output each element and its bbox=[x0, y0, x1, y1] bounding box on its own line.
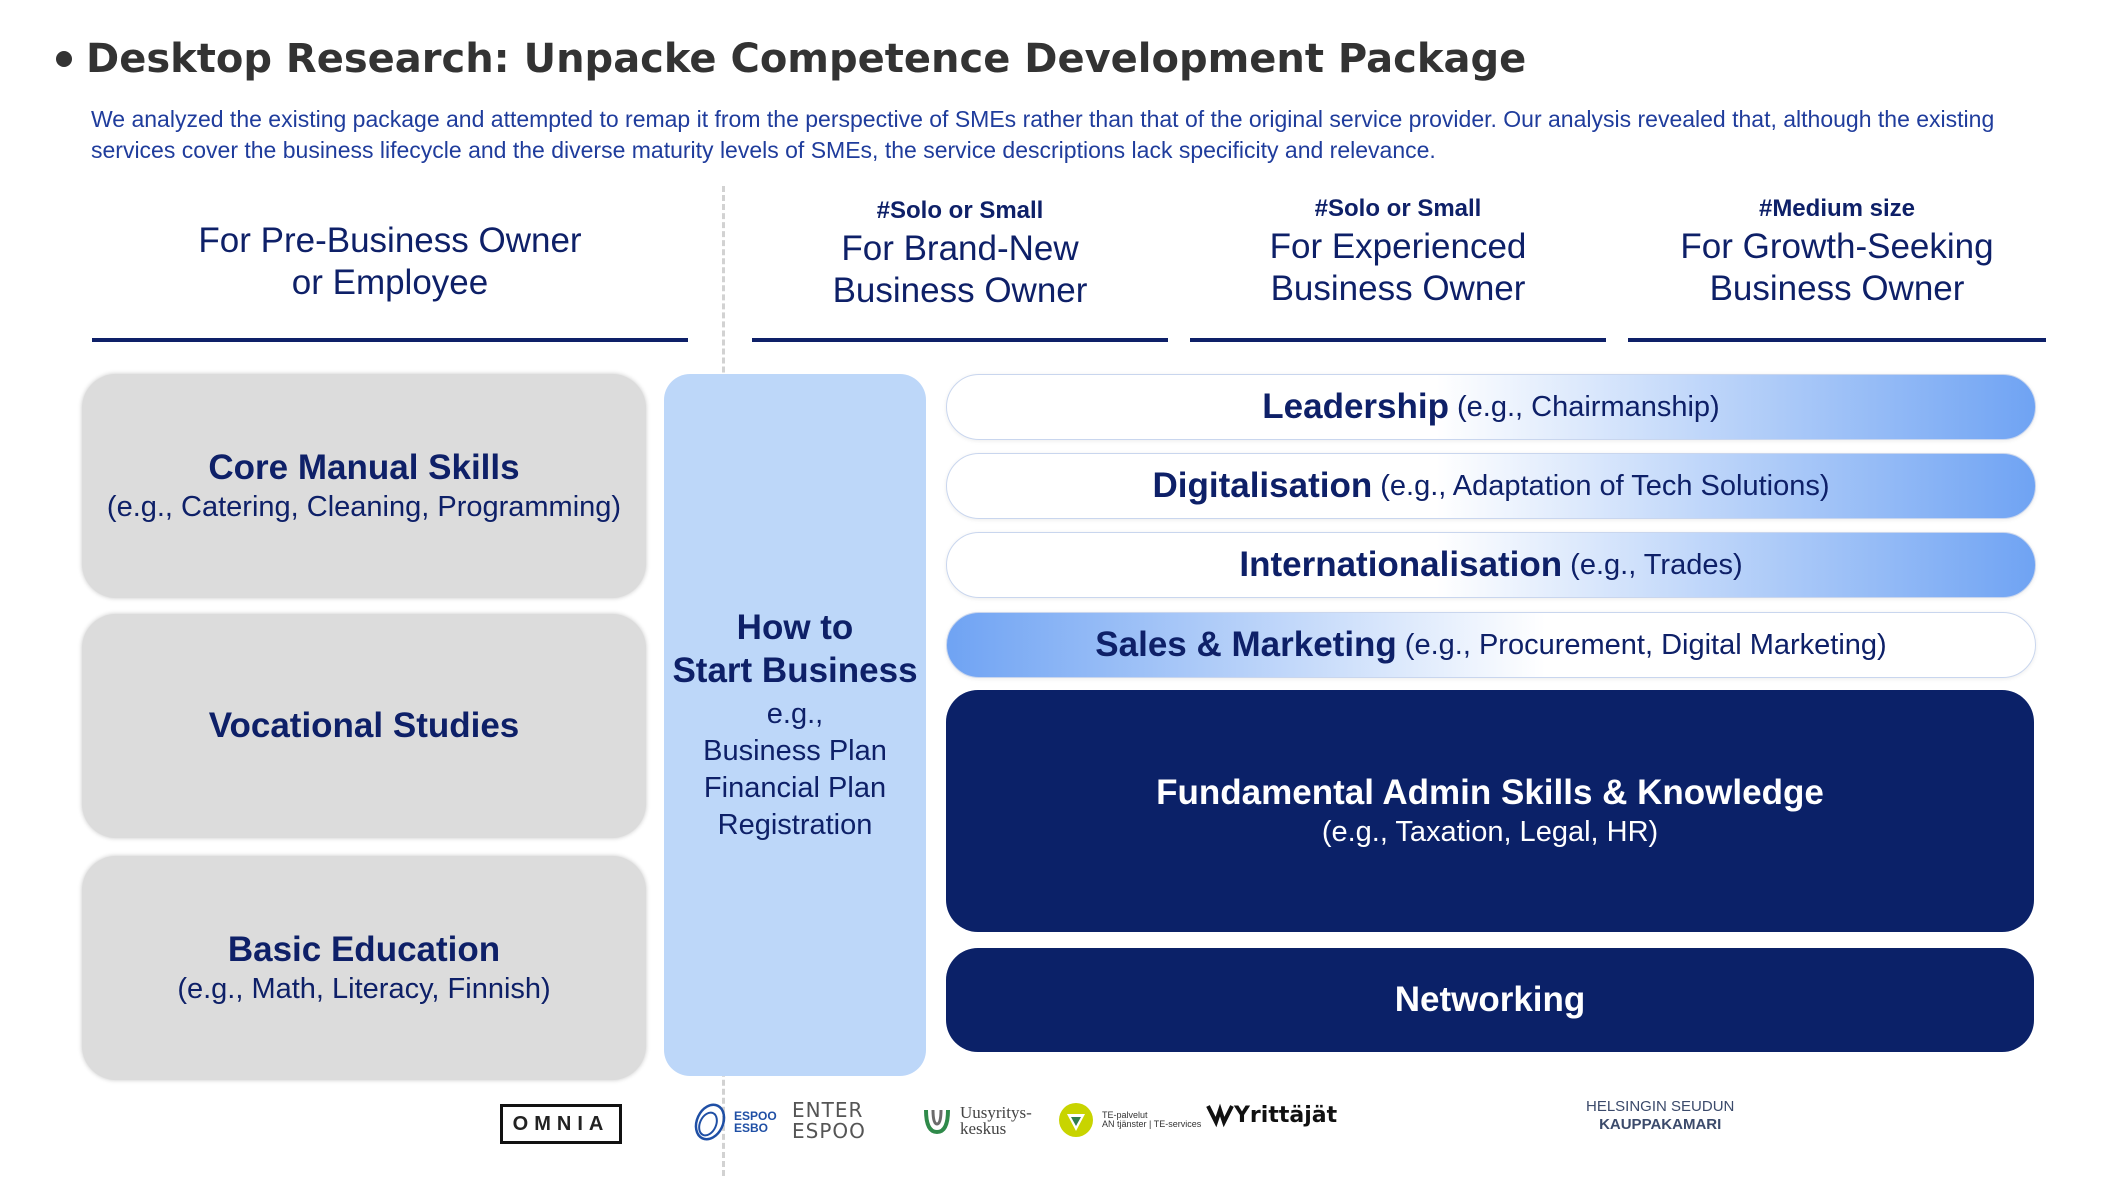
column-title-line1: For Pre-Business Owner bbox=[198, 221, 582, 260]
pill-detail: (e.g., Procurement, Digital Marketing) bbox=[1404, 628, 1887, 661]
column-tag: #Medium size bbox=[1758, 195, 1916, 222]
enter-espoo-wordmark-icon: ENTER ESPOO bbox=[792, 1098, 866, 1143]
omnia-logo: OMNIA bbox=[500, 1104, 622, 1144]
column-title-line2: Business Owner bbox=[1709, 269, 1965, 308]
column-tag: #Solo or Small bbox=[876, 197, 1044, 224]
svg-text:ESPOO: ESPOO bbox=[792, 1119, 866, 1140]
box-heading: Networking bbox=[1394, 980, 1586, 1019]
yrittajat-logo: Yrittäjät bbox=[1206, 1100, 1337, 1130]
espoo-logo-line1: ESPOO bbox=[734, 1109, 777, 1123]
column-header-experienced: #Solo or Small For Experienced Business … bbox=[1190, 192, 1606, 310]
uusyrityskeskus-line1: Uusyritys- bbox=[960, 1103, 1032, 1122]
box-heading: Core Manual Skills bbox=[208, 448, 520, 487]
pill-heading: Internationalisation bbox=[1239, 545, 1563, 584]
start-business-item: Financial Plan bbox=[703, 772, 887, 804]
enter-espoo-logo: ENTER ESPOO bbox=[792, 1098, 892, 1143]
page-title-text: Desktop Research: Unpacke Competence Dev… bbox=[86, 36, 1527, 82]
uusyrityskeskus-logo: Uusyritys- keskus bbox=[920, 1104, 1032, 1138]
pill-detail: (e.g., Adaptation of Tech Solutions) bbox=[1380, 469, 1830, 502]
column-title-line2: Business Owner bbox=[1270, 269, 1526, 308]
bullet-icon bbox=[56, 51, 72, 67]
yrittajat-emblem-icon bbox=[1206, 1103, 1234, 1128]
column-title-line2: Business Owner bbox=[832, 271, 1088, 310]
pill-detail: (e.g., Trades) bbox=[1570, 548, 1743, 581]
internationalisation-pill: Internationalisation (e.g., Trades) bbox=[946, 532, 2036, 598]
box-heading: Vocational Studies bbox=[208, 706, 520, 745]
column-underline bbox=[1190, 338, 1606, 342]
basic-education-box: Basic Education (e.g., Math, Literacy, F… bbox=[82, 856, 646, 1080]
espoo-logo-line2: ESBO bbox=[734, 1121, 769, 1135]
svg-text:ENTER: ENTER bbox=[792, 1100, 863, 1122]
column-header-growth-seeking: #Medium size For Growth-Seeking Business… bbox=[1628, 192, 2046, 310]
vocational-studies-box: Vocational Studies bbox=[82, 614, 646, 838]
column-header-brand-new: #Solo or Small For Brand-New Business Ow… bbox=[752, 194, 1168, 312]
fundamental-admin-box: Fundamental Admin Skills & Knowledge (e.… bbox=[946, 690, 2034, 932]
start-business-heading-line2: Start Business bbox=[672, 651, 918, 690]
column-title-line2: or Employee bbox=[291, 263, 489, 302]
pill-detail: (e.g., Chairmanship) bbox=[1457, 390, 1720, 423]
sales-marketing-pill: Sales & Marketing (e.g., Procurement, Di… bbox=[946, 612, 2036, 678]
box-detail: (e.g., Math, Literacy, Finnish) bbox=[177, 973, 551, 1005]
pill-heading: Digitalisation bbox=[1152, 466, 1373, 505]
leadership-pill: Leadership (e.g., Chairmanship) bbox=[946, 374, 2036, 440]
networking-box: Networking bbox=[946, 948, 2034, 1052]
uusyrityskeskus-line2: keskus bbox=[960, 1119, 1007, 1138]
te-palvelut-logo: TE-palvelut AN tjänster | TE-services bbox=[1056, 1100, 1201, 1140]
column-tag: #Solo or Small bbox=[1314, 195, 1482, 222]
column-underline bbox=[752, 338, 1168, 342]
box-heading: Fundamental Admin Skills & Knowledge bbox=[1156, 773, 1824, 812]
start-business-heading-line1: How to bbox=[736, 608, 854, 647]
espoo-logo: ESPOO ESBO bbox=[690, 1100, 777, 1144]
te-palvelut-line2: AN tjänster | TE-services bbox=[1102, 1119, 1202, 1129]
column-title-line1: For Brand-New bbox=[841, 229, 1079, 268]
core-manual-skills-box: Core Manual Skills (e.g., Catering, Clea… bbox=[82, 374, 646, 598]
te-palvelut-emblem-icon bbox=[1059, 1103, 1093, 1137]
column-title-line1: For Experienced bbox=[1269, 227, 1527, 266]
kauppakamari-line2: KAUPPAKAMARI bbox=[1599, 1116, 1722, 1133]
te-palvelut-line1: TE-palvelut bbox=[1102, 1110, 1148, 1120]
pill-heading: Sales & Marketing bbox=[1095, 625, 1397, 664]
start-business-eg: e.g., bbox=[766, 698, 824, 730]
start-business-item: Business Plan bbox=[703, 735, 887, 767]
column-underline bbox=[1628, 338, 2046, 342]
box-detail: (e.g., Taxation, Legal, HR) bbox=[1321, 816, 1659, 848]
kauppakamari-logo: HELSINGIN SEUDUN KAUPPAKAMARI bbox=[1586, 1098, 1734, 1134]
espoo-emblem-icon bbox=[694, 1103, 726, 1141]
column-title-line1: For Growth-Seeking bbox=[1680, 227, 1994, 266]
box-detail: (e.g., Catering, Cleaning, Programming) bbox=[106, 491, 622, 523]
box-heading: Basic Education bbox=[227, 930, 501, 969]
column-tag bbox=[92, 186, 688, 220]
kauppakamari-line1: HELSINGIN SEUDUN bbox=[1586, 1098, 1735, 1115]
digitalisation-pill: Digitalisation (e.g., Adaptation of Tech… bbox=[946, 453, 2036, 519]
start-business-box: How to Start Business e.g., Business Pla… bbox=[664, 374, 926, 1076]
page-title: Desktop Research: Unpacke Competence Dev… bbox=[56, 36, 1526, 82]
pill-heading: Leadership bbox=[1262, 387, 1449, 426]
page-subtitle: We analyzed the existing package and att… bbox=[91, 106, 1995, 163]
uusyrityskeskus-emblem-icon bbox=[924, 1109, 950, 1135]
column-header-pre-business: For Pre-Business Owner or Employee bbox=[92, 186, 688, 304]
column-underline bbox=[92, 338, 688, 342]
yrittajat-wordmark: Yrittäjät bbox=[1234, 1102, 1338, 1128]
start-business-item: Registration bbox=[717, 809, 873, 841]
